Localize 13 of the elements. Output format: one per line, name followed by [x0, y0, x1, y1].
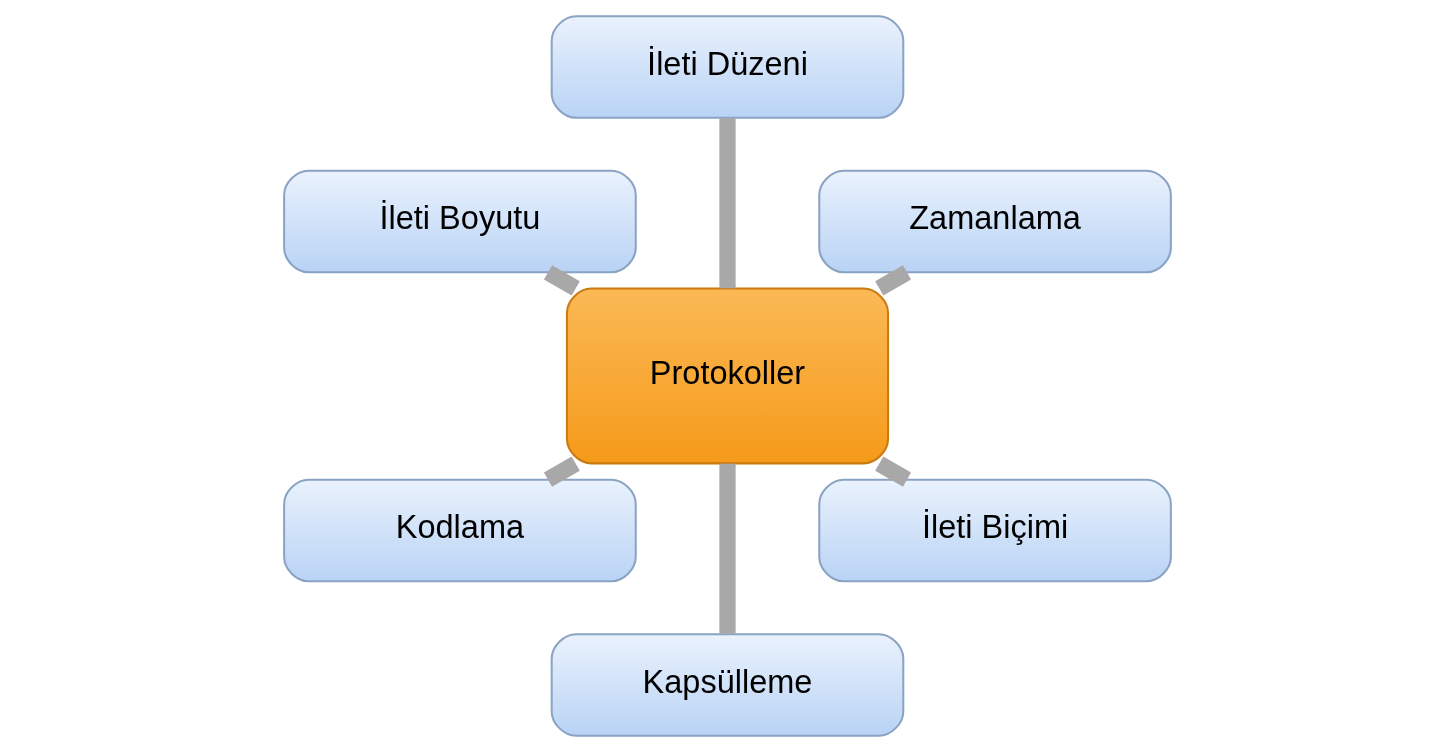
connector	[875, 456, 912, 487]
node-box: İleti Düzeni	[550, 15, 905, 119]
connector	[875, 265, 912, 296]
node-box: Protokoller	[565, 287, 890, 465]
node-box: Kapsülleme	[550, 633, 905, 737]
connector	[719, 118, 736, 289]
connector	[719, 463, 736, 634]
node-box: İleti Biçimi	[818, 478, 1172, 583]
connector	[543, 265, 580, 296]
node-box: Zamanlama	[818, 169, 1172, 274]
node-box: Kodlama	[283, 478, 637, 583]
node-box: İleti Boyutu	[283, 169, 637, 274]
connector	[543, 456, 580, 487]
